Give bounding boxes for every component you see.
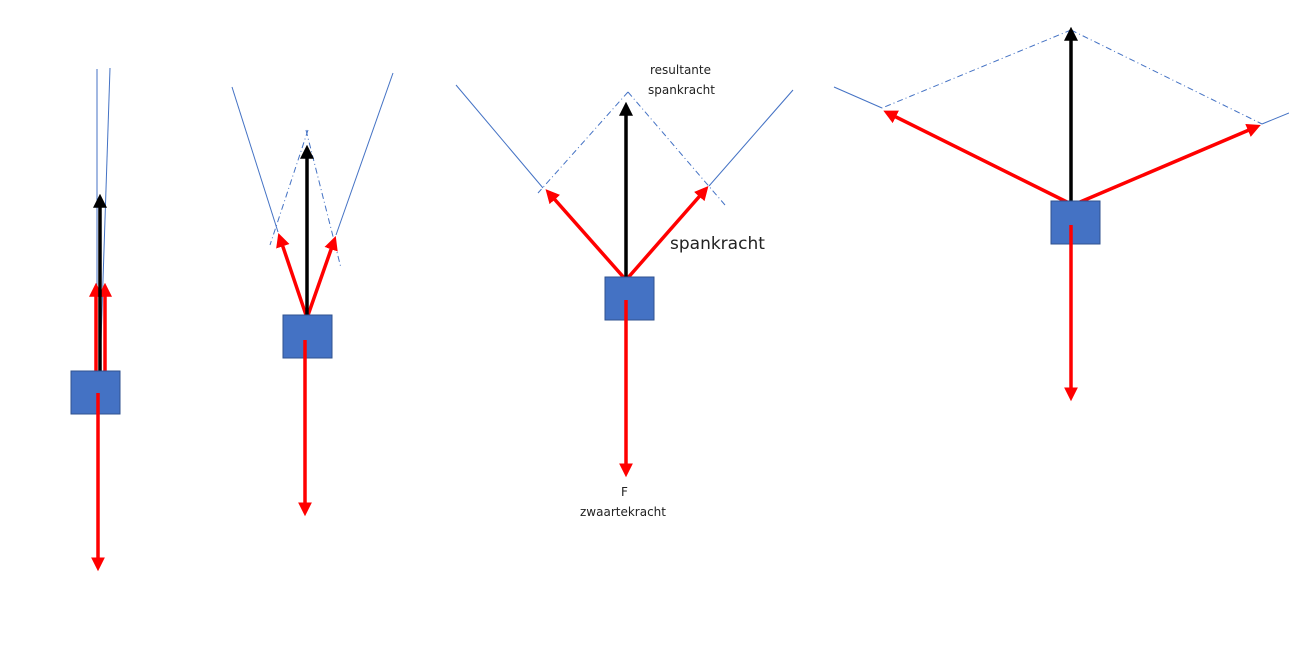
parallelogram-line [269, 129, 309, 246]
rope [455, 84, 544, 189]
diagram-narrow-angle [231, 72, 394, 517]
parallelogram-line [305, 129, 342, 269]
block [282, 314, 333, 359]
gravity-label: zwaartekracht [580, 505, 666, 519]
resultant-label-line1: resultante [650, 63, 711, 77]
block [1050, 200, 1101, 245]
gravity-symbol-label: F [621, 485, 628, 499]
tension-label: spankracht [670, 234, 765, 254]
diagram-right-angle [455, 84, 794, 478]
tension-arrow [624, 186, 709, 282]
diagram-wide-angle [833, 26, 1289, 402]
rope [1261, 112, 1289, 125]
parallelogram-line [1070, 29, 1263, 125]
block [604, 276, 655, 321]
diagram-vertical-ropes [70, 67, 121, 572]
parallelogram-line [627, 91, 726, 206]
parallelogram-line [537, 91, 629, 194]
tension-arrow [276, 233, 309, 319]
rope [833, 86, 883, 109]
rope [231, 86, 279, 233]
parallelogram-line [881, 29, 1072, 109]
block [70, 370, 121, 415]
tension-arrow [883, 110, 1074, 207]
tension-arrow [305, 236, 338, 319]
tension-arrow [545, 189, 628, 282]
resultant-label-line2: spankracht [648, 83, 715, 97]
tension-arrow [1072, 123, 1261, 207]
rope [335, 72, 394, 236]
rope [708, 89, 794, 187]
